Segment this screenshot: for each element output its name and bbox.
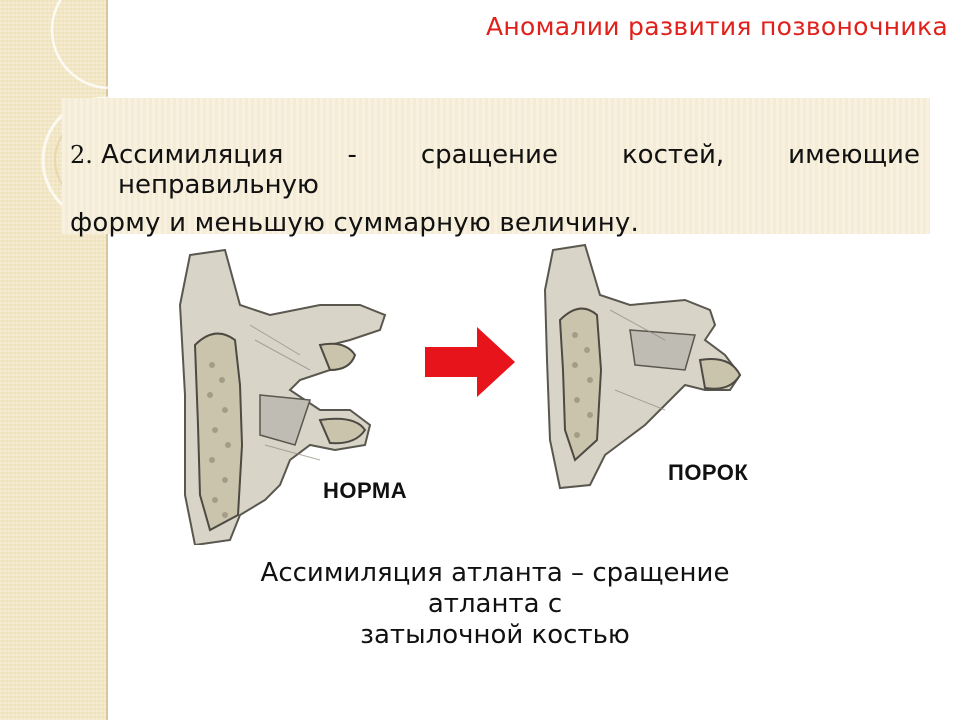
dash: -	[347, 140, 357, 170]
slide-title: Аномалии развития позвоночника	[486, 12, 948, 41]
definition-line-2: неправильную	[118, 170, 319, 200]
list-number: 2. Ассимиляция	[70, 140, 284, 170]
word-3: имеющие	[788, 140, 920, 170]
caption-line-1: Ассимиляция атланта – сращение	[260, 558, 730, 588]
term: Ассимиляция	[101, 140, 284, 170]
word-2: костей,	[621, 140, 725, 170]
sidebar-divider	[106, 0, 108, 720]
definition-line-3: форму и меньшую суммарную величину.	[70, 208, 639, 238]
normal-spine-illustration	[178, 248, 387, 545]
normal-label: НОРМА	[323, 478, 408, 503]
definition-line-1: 2. Ассимиляция - сращение костей, имеющи…	[70, 140, 920, 170]
defect-spine-illustration	[543, 243, 742, 490]
defect-label: ПОРОК	[668, 460, 749, 485]
definition-background	[62, 98, 930, 234]
caption-line-2: атланта с	[427, 589, 563, 619]
arrow-right-icon	[425, 327, 515, 397]
word-1: сращение	[420, 140, 558, 170]
caption-line-3: затылочной костью	[360, 620, 630, 650]
